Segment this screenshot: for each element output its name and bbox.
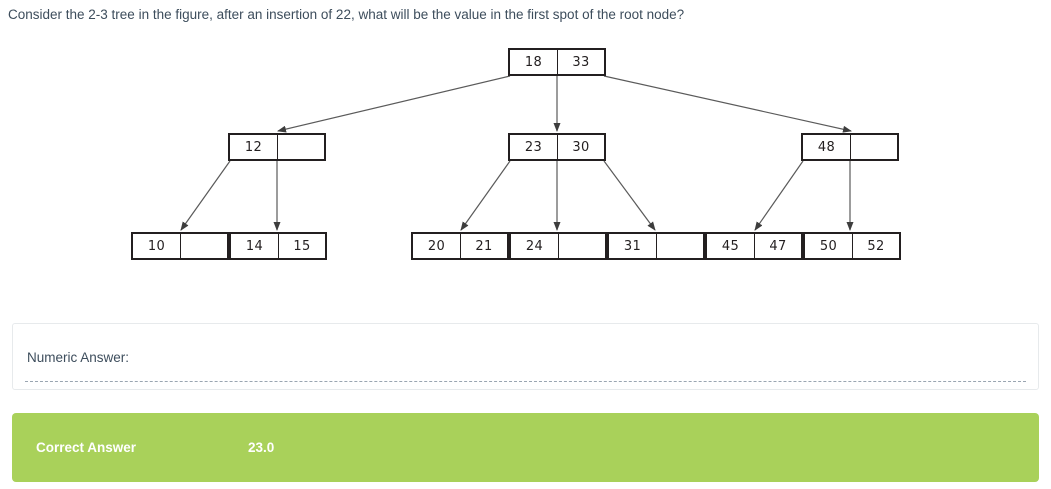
correct-answer-bar: Correct Answer 23.0 xyxy=(12,413,1039,482)
tree-node-leaf-14: 14 15 xyxy=(229,232,327,260)
tree-node-n-12-cell-1 xyxy=(277,135,324,159)
tree-node-leaf-20-cell-1: 21 xyxy=(460,234,507,258)
tree-node-leaf-10: 10 xyxy=(131,232,229,260)
tree-edge-n-12-to-leaf-10 xyxy=(180,160,231,231)
tree-node-leaf-20-cell-0: 20 xyxy=(427,238,446,254)
question-prompt: Consider the 2-3 tree in the figure, aft… xyxy=(8,7,685,22)
tree-node-leaf-31: 31 xyxy=(607,232,705,260)
tree-edge-root-to-n-12 xyxy=(277,75,511,133)
tree-node-leaf-24-cell-1 xyxy=(558,234,605,258)
numeric-answer-panel: Numeric Answer: xyxy=(12,323,1039,390)
tree-node-leaf-45-cell-0: 45 xyxy=(721,238,740,254)
tree-node-leaf-24-cell-0: 24 xyxy=(525,238,544,254)
tree-node-n-12-cell-0: 12 xyxy=(244,139,263,155)
tree-edge-n-23-to-leaf-20 xyxy=(460,160,511,231)
tree-node-leaf-31-cell-1 xyxy=(656,234,703,258)
tree-node-root-cell-1: 33 xyxy=(557,50,604,74)
tree-node-leaf-50: 50 52 xyxy=(803,232,901,260)
tree-node-leaf-14-cell-1: 15 xyxy=(278,234,325,258)
tree-node-leaf-45-cell-1: 47 xyxy=(754,234,801,258)
tree-node-n-23: 23 30 xyxy=(508,133,606,161)
tree-node-leaf-10-cell-1 xyxy=(180,234,227,258)
tree-node-n-48-cell-0: 48 xyxy=(817,139,836,155)
correct-answer-value: 23.0 xyxy=(248,440,275,455)
tree-node-leaf-50-cell-0: 50 xyxy=(819,238,838,254)
tree-node-leaf-31-cell-0: 31 xyxy=(623,238,642,254)
numeric-answer-label: Numeric Answer: xyxy=(27,350,130,365)
tree-node-leaf-50-cell-1: 52 xyxy=(852,234,899,258)
tree-edge-n-48-to-leaf-45 xyxy=(754,160,804,231)
tree-node-n-48: 48 xyxy=(801,133,899,161)
tree-node-n-12: 12 xyxy=(228,133,326,161)
tree-node-leaf-24: 24 xyxy=(509,232,607,260)
tree-node-leaf-14-cell-0: 14 xyxy=(245,238,264,254)
tree-edge-n-23-to-leaf-31 xyxy=(603,160,656,231)
numeric-answer-input[interactable] xyxy=(25,381,1026,382)
correct-answer-label: Correct Answer xyxy=(36,440,137,455)
tree-node-n-48-cell-1 xyxy=(850,135,897,159)
tree-edges-layer xyxy=(180,75,854,231)
tree-node-n-23-cell-1: 30 xyxy=(557,135,604,159)
tree-edge-root-to-n-48 xyxy=(603,75,852,133)
tree-node-root-cell-0: 18 xyxy=(524,54,543,70)
tree-node-leaf-45: 45 47 xyxy=(705,232,803,260)
tree-node-n-23-cell-0: 23 xyxy=(524,139,543,155)
tree-node-leaf-10-cell-0: 10 xyxy=(147,238,166,254)
